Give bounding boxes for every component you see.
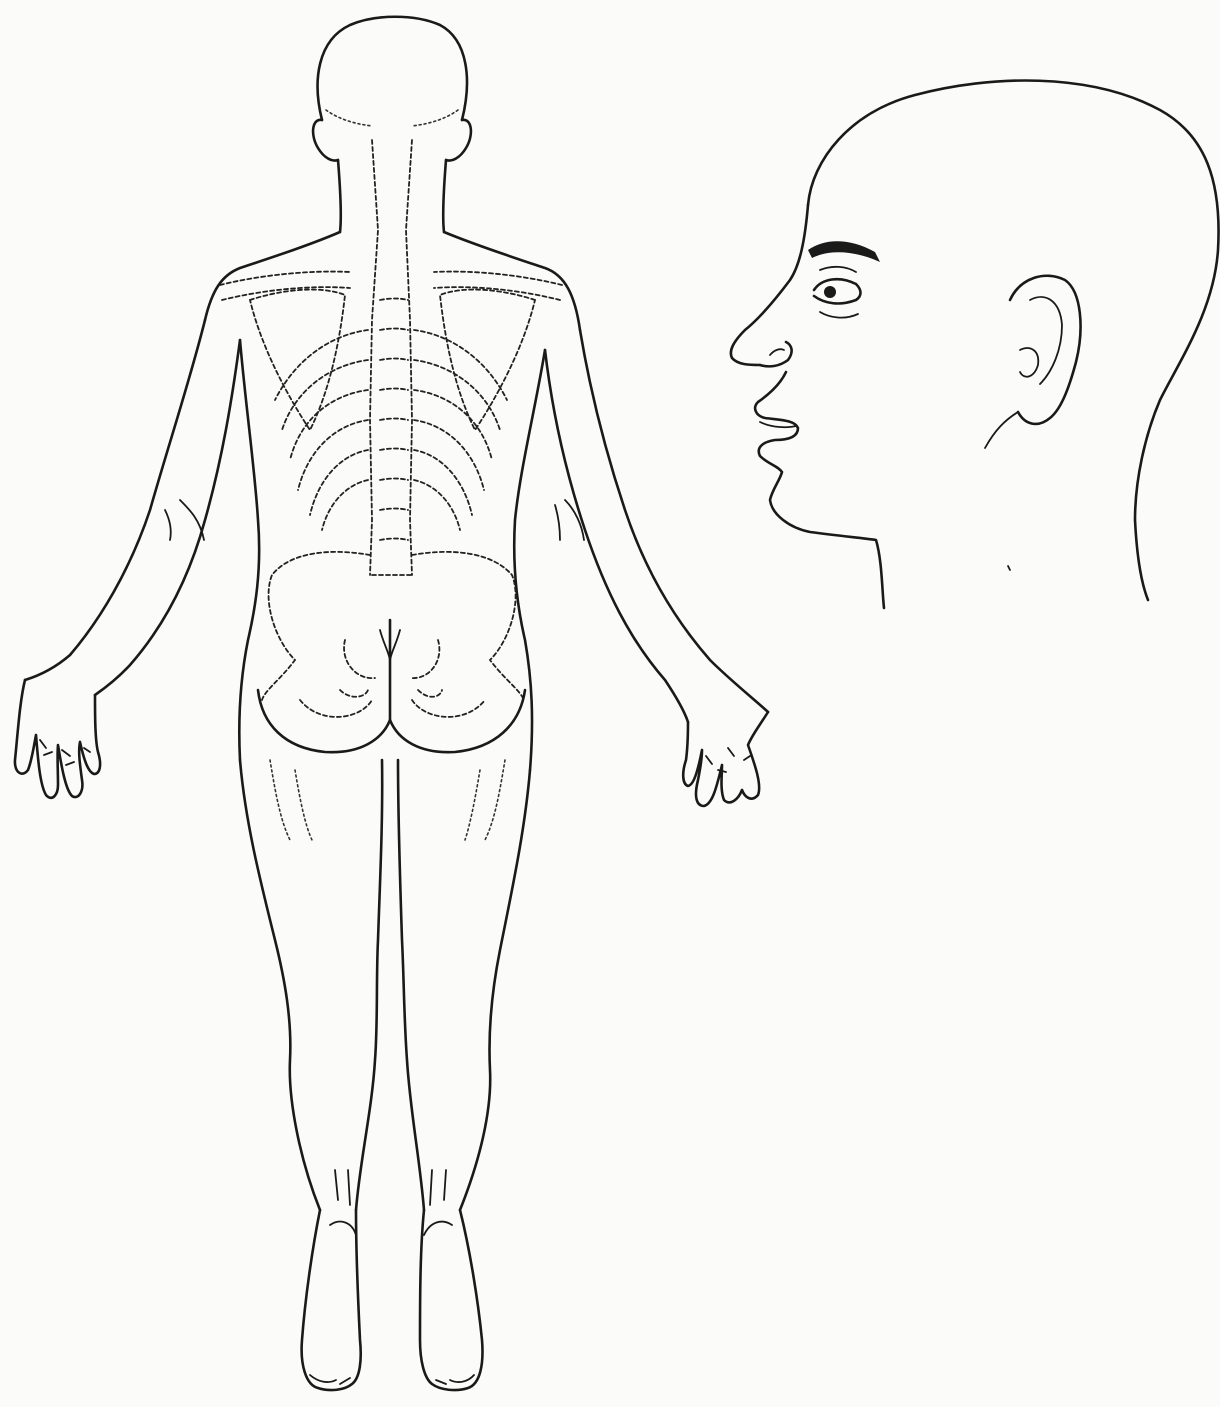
head-back [318, 17, 467, 120]
mouth-chin [755, 372, 884, 608]
head-profile-figure [731, 81, 1219, 608]
left-ribs [275, 330, 368, 530]
pelvis-left [262, 552, 370, 700]
left-leg-outer [240, 760, 320, 1210]
right-ear [446, 120, 471, 161]
left-ear [313, 120, 338, 161]
spine [370, 140, 412, 575]
forehead [731, 205, 808, 365]
torso-right-side [514, 350, 545, 770]
posterior-body-figure [15, 17, 768, 1390]
head-profile-outline [808, 81, 1219, 600]
right-arm-outer [580, 330, 768, 712]
eye [814, 279, 861, 303]
right-hand [683, 712, 768, 806]
right-scapula [440, 290, 535, 430]
right-leg-outer [460, 770, 530, 1210]
left-scapula [250, 290, 345, 430]
right-leg-inner [398, 760, 424, 1210]
nose [760, 342, 792, 366]
left-hand [15, 680, 100, 798]
left-leg-inner [356, 760, 382, 1210]
left-arm-outer [25, 320, 205, 680]
right-shoulder [444, 232, 580, 330]
left-foot [302, 1210, 361, 1390]
right-foot [420, 1210, 482, 1390]
buttocks [258, 690, 525, 752]
pelvis-right [412, 552, 524, 700]
right-ribs [414, 330, 507, 530]
eyebrow [808, 241, 880, 262]
torso-left-side [239, 340, 259, 760]
right-arm-inner [545, 350, 688, 722]
